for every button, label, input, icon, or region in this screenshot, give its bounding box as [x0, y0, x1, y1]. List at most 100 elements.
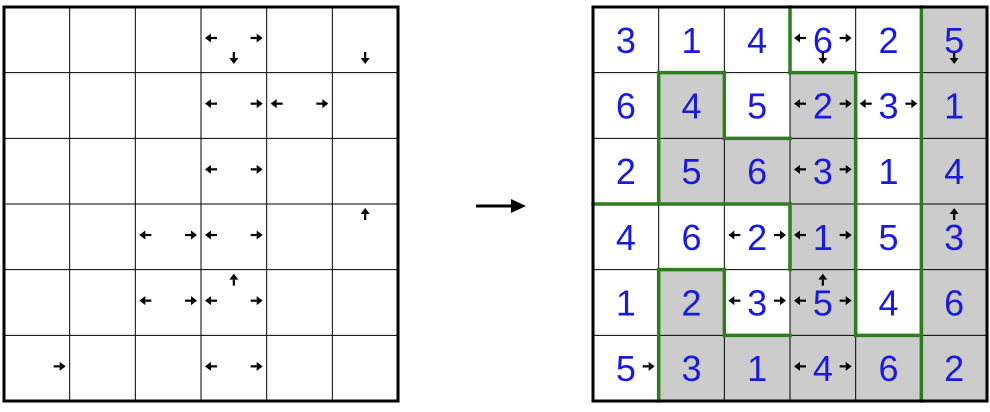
arrow-right-icon	[905, 99, 918, 109]
cell-digit: 3	[944, 217, 964, 258]
cell-digit: 5	[878, 217, 898, 258]
cell-digit: 4	[944, 151, 964, 192]
arrow-right-icon-head	[59, 361, 66, 371]
arrow-left-icon	[794, 33, 807, 43]
right-arrow-icon	[476, 199, 526, 213]
arrow-right-icon	[250, 361, 263, 371]
arrow-right-icon	[185, 296, 198, 306]
cell-digit: 4	[681, 86, 701, 127]
arrow-right-icon	[316, 99, 329, 109]
arrow-right-icon	[839, 33, 852, 43]
arrow-right-icon-head	[845, 99, 852, 109]
arrow-left-icon-head	[205, 230, 212, 240]
arrow-right-icon-head	[322, 99, 329, 109]
shaded-cell	[855, 335, 922, 402]
cell-digit: 2	[813, 86, 833, 127]
shaded-cell	[724, 138, 791, 205]
arrow-up-icon-head	[818, 273, 828, 280]
arrow-left-icon	[139, 296, 152, 306]
arrow-up-icon	[949, 208, 959, 221]
cell-digit: 1	[944, 86, 964, 127]
cell-digit: 4	[878, 283, 898, 324]
arrow-left-icon	[794, 296, 807, 306]
cell-digit: 3	[747, 283, 767, 324]
cell-digit: 1	[878, 151, 898, 192]
arrow-right-icon-head	[780, 230, 787, 240]
arrow-left-icon-head	[205, 361, 212, 371]
arrow-down-icon-head	[949, 58, 959, 64]
arrow-right-icon	[250, 33, 263, 43]
arrow-right-icon	[53, 361, 66, 371]
cell-digit: 1	[747, 348, 767, 389]
arrow-right-icon-head	[256, 164, 263, 174]
arrow-down-icon	[360, 52, 370, 64]
cell-digit: 4	[616, 217, 636, 258]
arrow-right-icon-head	[191, 296, 198, 306]
arrow-left-icon-head	[205, 33, 212, 43]
arrow-left-icon-head	[728, 296, 735, 306]
arrow-left-icon-head	[205, 296, 212, 306]
arrow-left-icon-head	[794, 361, 801, 371]
arrow-right-icon	[250, 296, 263, 306]
shaded-cell	[790, 138, 856, 205]
cell-digit: 3	[878, 86, 898, 127]
cell-digit: 6	[944, 283, 964, 324]
arrow-down-icon-head	[229, 58, 239, 64]
cell-digit: 2	[944, 348, 964, 389]
shaded-cell	[921, 335, 988, 402]
shaded-cell	[790, 72, 856, 139]
arrow-right-icon	[839, 296, 852, 306]
shaded-cell	[658, 72, 725, 139]
arrow-right-icon-head	[845, 33, 852, 43]
arrow-down-icon-head	[360, 58, 370, 64]
arrow-right-icon	[250, 99, 263, 109]
shaded-cell	[658, 138, 725, 205]
arrow-up-icon-head	[229, 273, 239, 280]
arrow-up-icon	[229, 273, 239, 286]
arrow-left-icon-head	[139, 296, 146, 306]
grid-border	[591, 5, 989, 403]
arrow-right-icon	[839, 230, 852, 240]
shaded-cell	[790, 204, 856, 270]
cell-digit: 6	[747, 151, 767, 192]
arrow-right-icon	[250, 164, 263, 174]
arrow-right-icon	[839, 361, 852, 371]
arrow-left-icon	[794, 361, 807, 371]
cell-digit: 1	[616, 283, 636, 324]
arrow-left-icon-head	[794, 164, 801, 174]
arrow-down-icon	[818, 52, 828, 64]
shaded-cell	[658, 335, 725, 402]
arrow-left-icon-head	[794, 33, 801, 43]
arrow-right-icon-head	[780, 296, 787, 306]
cell-digit: 5	[944, 20, 964, 61]
arrow-right-icon-head	[911, 99, 918, 109]
cell-digit: 2	[878, 20, 898, 61]
cell-digit: 3	[813, 151, 833, 192]
puzzle-grid	[2, 5, 400, 403]
arrow-left-icon	[205, 296, 218, 306]
arrow-left-icon	[205, 361, 218, 371]
arrow-left-icon-head	[205, 99, 212, 109]
arrow-right-icon-head	[256, 296, 263, 306]
cell-digit: 2	[616, 151, 636, 192]
arrow-left-icon-head	[270, 99, 277, 109]
cell-digit: 2	[681, 283, 701, 324]
arrow-right-icon	[774, 296, 787, 306]
arrow-up-icon-head	[949, 208, 959, 215]
arrow-right-icon-head	[256, 361, 263, 371]
arrow-left-icon	[205, 33, 218, 43]
arrow-left-icon	[205, 99, 218, 109]
cell-digit: 6	[681, 217, 701, 258]
cell-digit: 5	[747, 86, 767, 127]
arrow-left-icon-head	[794, 296, 801, 306]
cell-digit: 2	[747, 217, 767, 258]
shaded-cell	[658, 269, 725, 336]
arrow-up-icon	[818, 273, 828, 286]
cell-digit: 1	[681, 20, 701, 61]
arrow-right-icon	[642, 361, 655, 371]
arrow-left-icon	[794, 164, 807, 174]
arrow-left-icon	[728, 230, 741, 240]
